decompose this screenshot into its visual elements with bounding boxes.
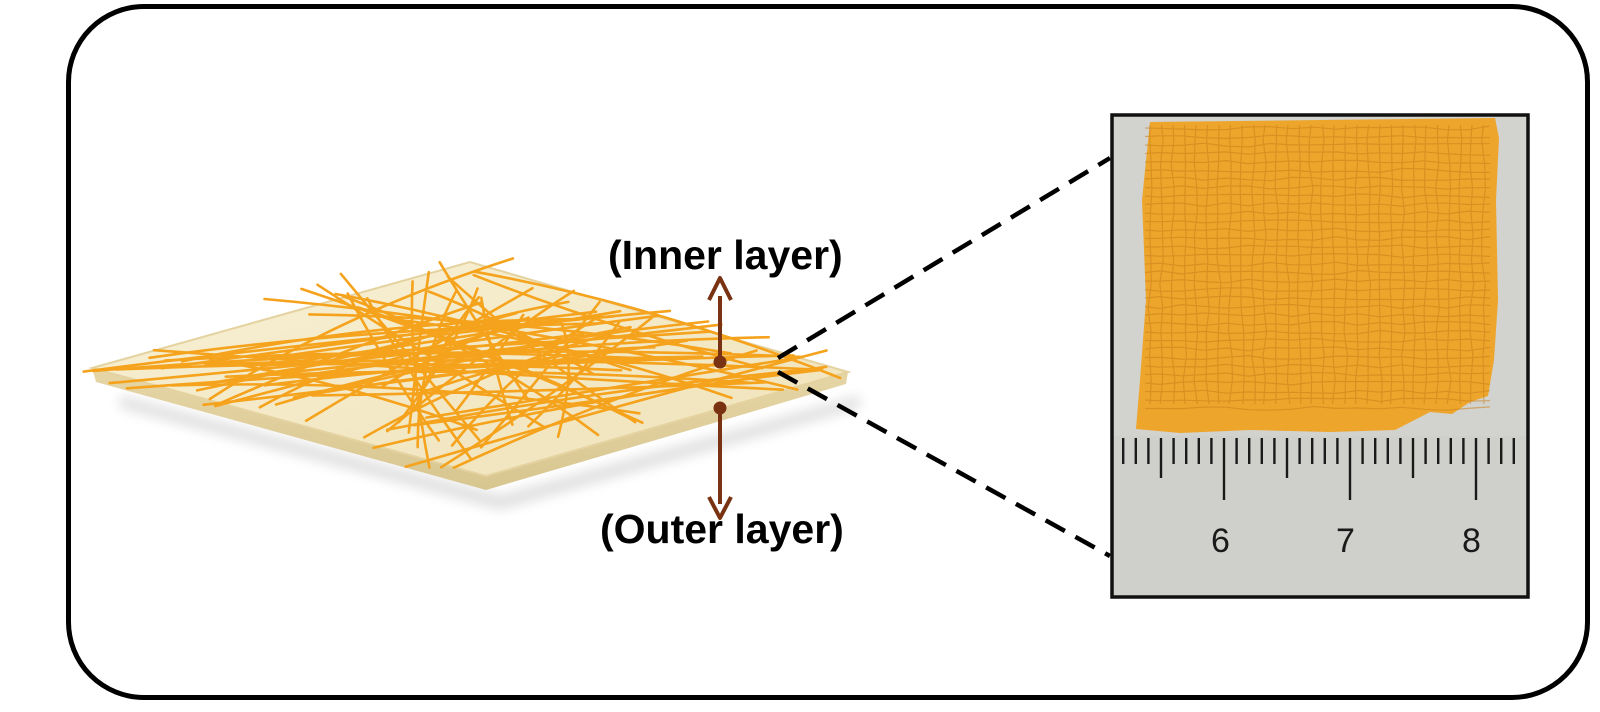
texture-line <box>1144 287 1491 292</box>
photo-border <box>1110 113 1530 599</box>
fiber-strand <box>273 330 712 359</box>
texture-line <box>1354 124 1359 405</box>
fiber-strand <box>275 323 723 375</box>
fiber-strand <box>92 350 804 373</box>
inner-arrow-head <box>707 276 733 301</box>
texture-line <box>1285 124 1291 405</box>
texture-line <box>1435 124 1440 405</box>
ruler-number-7: 7 <box>1336 522 1355 560</box>
texture-line <box>1144 380 1491 386</box>
texture-line <box>1250 124 1257 405</box>
texture-line <box>1377 124 1383 405</box>
texture-line <box>1481 124 1487 405</box>
texture-line <box>1144 329 1491 335</box>
texture-line <box>1205 124 1210 405</box>
texture-line <box>1308 124 1314 405</box>
texture-line <box>1412 124 1417 404</box>
texture-line <box>1144 235 1491 242</box>
zoom-lines <box>776 156 1112 558</box>
ruler-ticks <box>1121 438 1516 500</box>
texture-line <box>1144 159 1491 165</box>
layer-arrows <box>707 276 733 520</box>
texture-line <box>1469 124 1475 405</box>
texture-line <box>1144 371 1491 377</box>
texture-line <box>1145 405 1491 411</box>
fiber-strand <box>170 383 641 415</box>
texture-line <box>1147 124 1153 405</box>
texture-line <box>1389 125 1394 405</box>
zoom-line-top <box>776 156 1112 360</box>
fiber-strand <box>446 275 637 424</box>
fiber-strand <box>411 346 656 397</box>
rounded-frame <box>66 4 1590 700</box>
outer-arrow-dot <box>713 401 727 415</box>
texture-line <box>1159 124 1164 405</box>
texture-line <box>1144 142 1491 148</box>
ruler-number-6: 6 <box>1211 522 1230 560</box>
fiber-strand <box>438 261 529 401</box>
fiber-strand <box>208 257 515 401</box>
photo-scaffold-sample <box>1136 118 1499 433</box>
fiber-strand <box>412 365 828 427</box>
texture-line <box>1144 125 1491 131</box>
texture-line <box>1446 124 1452 405</box>
texture-line <box>1331 124 1336 405</box>
texture-line <box>1144 244 1491 250</box>
texture-line <box>1170 124 1176 405</box>
texture-line <box>1239 124 1245 405</box>
texture-line <box>1458 124 1463 405</box>
inner-layer-label: (Inner layer) <box>608 232 843 278</box>
scaffold-illustration <box>82 257 860 510</box>
inner-layer-fibers <box>82 257 842 469</box>
photo-fiber-texture <box>1144 124 1491 411</box>
fiber-strand <box>260 309 622 368</box>
fiber-strand <box>224 370 751 385</box>
fiber-strand <box>214 301 483 407</box>
texture-line <box>1144 363 1491 369</box>
fiber-strand <box>339 272 481 442</box>
texture-line <box>1144 151 1491 156</box>
texture-line <box>1144 167 1490 174</box>
texture-line <box>1144 269 1491 276</box>
texture-line <box>1297 124 1302 405</box>
outer-arrow-head <box>707 496 733 520</box>
texture-line <box>1320 124 1325 405</box>
fiber-strand <box>404 349 828 469</box>
texture-line <box>1216 124 1222 405</box>
texture-line <box>1144 295 1491 301</box>
fiber-strand <box>258 300 570 409</box>
texture-line <box>1274 125 1279 405</box>
texture-line <box>1343 124 1349 405</box>
texture-line <box>1144 261 1491 267</box>
texture-line <box>1228 124 1234 405</box>
texture-line <box>1144 134 1491 140</box>
zoom-line-bottom <box>776 370 1112 558</box>
texture-line <box>1144 227 1491 233</box>
ruler-number-8: 8 <box>1462 522 1481 560</box>
fiber-strand <box>334 292 632 372</box>
outer-layer-label: (Outer layer) <box>600 506 844 552</box>
texture-line <box>1144 278 1491 284</box>
texture-line <box>1144 354 1491 361</box>
ruler-body <box>1112 436 1528 597</box>
texture-line <box>1144 252 1491 258</box>
inner-arrow-dot <box>713 355 727 369</box>
texture-line <box>1423 124 1429 405</box>
texture-line <box>1144 389 1491 395</box>
photo-inset <box>1110 113 1530 599</box>
texture-line <box>1193 124 1199 405</box>
texture-line <box>1262 124 1268 405</box>
texture-line <box>1366 124 1372 405</box>
fiber-strand <box>316 283 547 429</box>
texture-line <box>1144 176 1491 182</box>
texture-line <box>1182 124 1188 405</box>
texture-line <box>1400 125 1406 405</box>
fiber-strand <box>82 315 616 373</box>
